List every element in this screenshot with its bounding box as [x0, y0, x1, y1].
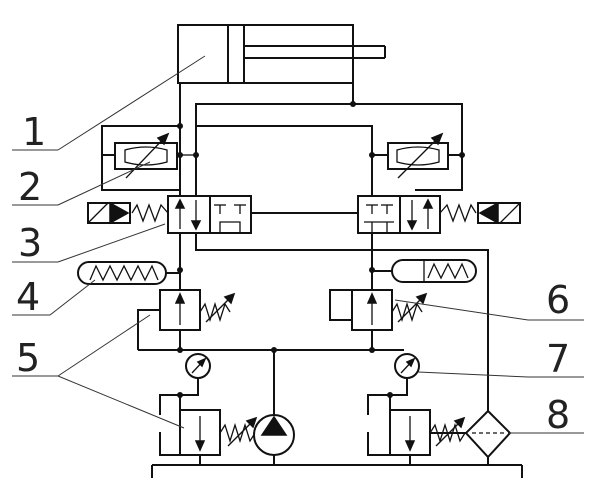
hydraulic-cylinder — [177, 24, 386, 84]
relief-arrow-head — [194, 440, 206, 452]
callout-4: 4 — [16, 275, 40, 319]
pipe-left-throttle-loop — [101, 125, 180, 191]
hydraulic-pump — [253, 414, 295, 456]
pipe-left-gauge — [179, 378, 199, 410]
relief-arrow-head — [366, 292, 378, 304]
junction-dot — [177, 267, 183, 273]
accumulator-body — [77, 261, 167, 285]
pipe-right-bottom-relief-pilot — [367, 394, 390, 415]
pipe-right-relief-pilot — [329, 289, 352, 321]
accumulator-right — [372, 259, 477, 283]
pipe-cross-upper — [196, 125, 373, 196]
junction-dot — [387, 392, 393, 398]
callout-2: 2 — [18, 165, 42, 209]
adjust-arrow-head — [453, 416, 466, 429]
solenoid-triangle-icon — [478, 201, 499, 225]
pipe-right-gauge — [389, 378, 408, 410]
solenoid-coil-line — [87, 202, 109, 224]
flow-arrow-head — [422, 198, 434, 209]
junction-dot — [193, 152, 199, 158]
solenoid-triangle-icon — [109, 201, 130, 225]
flow-arrow-head — [174, 198, 186, 209]
throttle-valve-right — [387, 132, 449, 179]
pipe-left-bottom-relief-pilot — [159, 394, 180, 415]
directional-valve-right — [357, 195, 521, 234]
filter — [464, 409, 512, 459]
valve-block-left — [357, 195, 401, 234]
pipe-return-right — [195, 233, 489, 417]
leader-lines — [12, 55, 584, 434]
relief-valve-lower-left — [179, 409, 258, 456]
leader-3 — [57, 223, 166, 263]
spring-icon — [429, 422, 466, 444]
directional-valve-left — [87, 195, 252, 234]
pipe-right-bottom-relief-loop — [367, 432, 390, 456]
leader-4 — [49, 279, 96, 316]
pressure-gauge-left — [185, 353, 211, 379]
valve-block-left — [167, 195, 211, 234]
solenoid-coil-line — [499, 202, 521, 224]
accumulator-left — [77, 261, 180, 285]
cylinder-body — [177, 24, 354, 84]
leader-2 — [57, 161, 151, 206]
pipe-right-port — [195, 83, 354, 247]
adjust-arrow-head — [245, 416, 258, 429]
leader-1 — [57, 55, 206, 151]
junction-dot — [177, 347, 183, 353]
leader-5a — [57, 314, 151, 377]
relief-arrow-head — [404, 440, 416, 452]
junction-dot — [177, 392, 183, 398]
junction-dot — [369, 152, 375, 158]
junction-dot — [350, 101, 356, 107]
pump-triangle-icon — [260, 415, 288, 436]
relief-valve-lower-right — [389, 409, 466, 456]
relief-valve-upper-right — [351, 289, 428, 350]
valve-block-right — [209, 195, 252, 234]
throttle-orifice — [124, 146, 168, 166]
adjust-arrow-head — [415, 292, 428, 305]
spring-icon — [131, 203, 169, 223]
throttle-valve-left — [102, 132, 180, 179]
junction-dot — [271, 347, 277, 353]
relief-valve-upper-left — [159, 289, 236, 331]
filter-icon — [464, 409, 512, 459]
relief-arrow-head — [174, 292, 186, 304]
junctions — [177, 101, 465, 398]
callout-6: 6 — [546, 278, 570, 322]
gauge-needle-head — [196, 357, 207, 368]
internal-passage — [219, 221, 241, 233]
spring-icon — [199, 301, 231, 323]
spring-icon — [89, 264, 159, 282]
adjust-arrow-head — [430, 132, 444, 146]
callout-8: 8 — [546, 393, 570, 437]
callout-7: 7 — [546, 337, 570, 381]
flow-arrow-head — [406, 220, 418, 231]
pressure-gauge-right — [394, 353, 420, 379]
junction-dot — [459, 152, 465, 158]
leader-5b — [57, 375, 185, 429]
gauge-needle-head — [405, 357, 416, 368]
junction-dot — [177, 123, 183, 129]
throttle-orifice — [396, 146, 440, 166]
spring-icon — [219, 422, 256, 444]
valve-block-right — [399, 195, 441, 234]
adjust-arrow-head — [223, 292, 236, 305]
callout-5: 5 — [16, 336, 40, 380]
pipe-left-bottom-relief-loop — [159, 432, 180, 456]
leader-6 — [394, 299, 529, 321]
callout-3: 3 — [18, 221, 42, 265]
callout-labels: 1 2 3 4 5 6 7 8 — [16, 110, 570, 437]
spring-icon — [439, 203, 477, 223]
pipe-left-relief-pilot — [137, 309, 160, 350]
spring-icon — [391, 301, 423, 323]
leader-7 — [417, 371, 529, 378]
flow-arrow-head — [190, 220, 202, 231]
pipe-right-outer-loop — [353, 103, 463, 191]
callout-1: 1 — [22, 110, 46, 154]
adjust-arrow-head — [156, 132, 170, 146]
spring-icon — [427, 262, 469, 280]
